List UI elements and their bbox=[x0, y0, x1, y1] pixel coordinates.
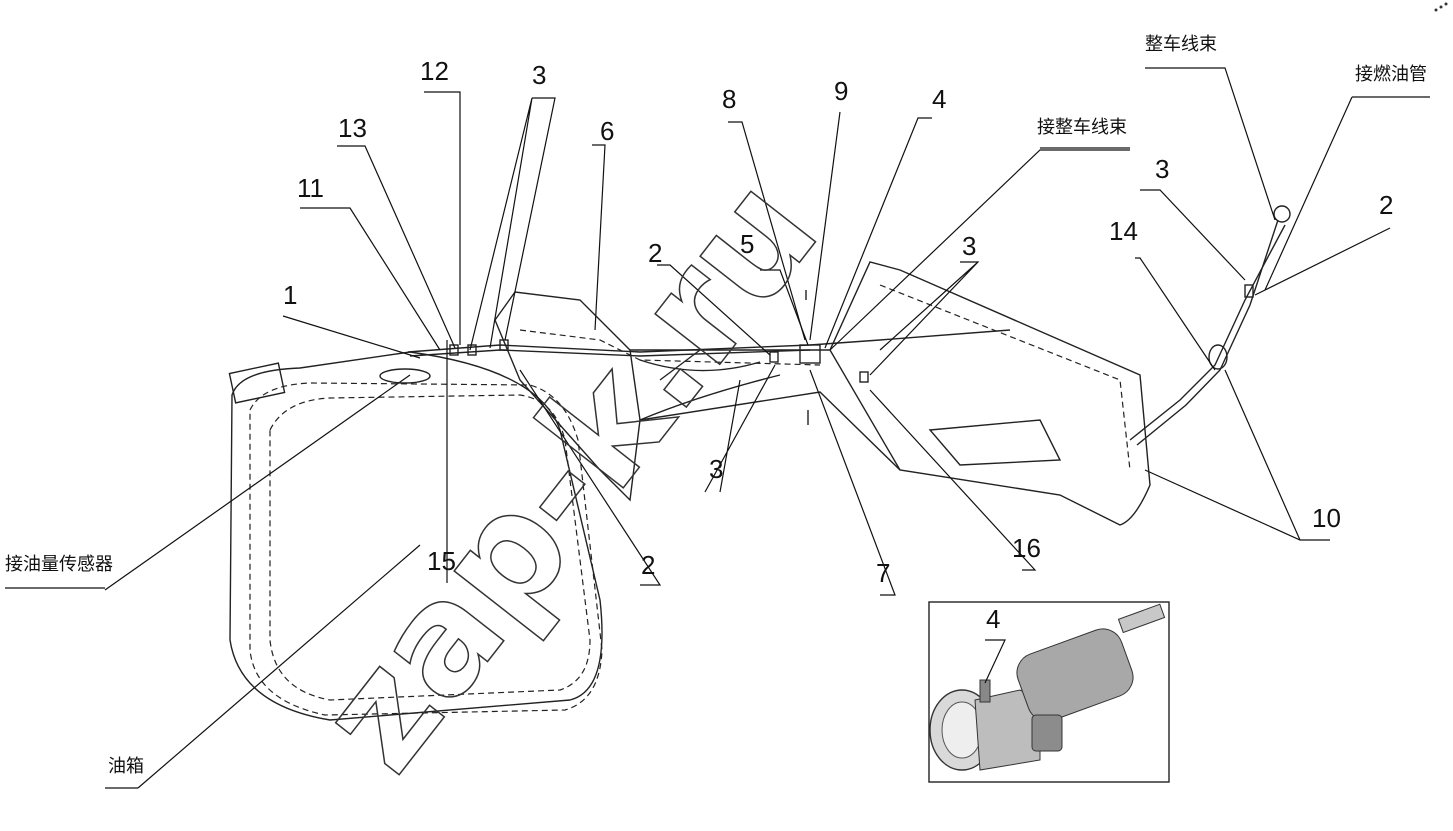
annotations: 接油量传感器 油箱 整车线束 接燃油管 接整车线束 bbox=[5, 34, 1427, 789]
callout-4: 4 bbox=[932, 84, 946, 114]
callout-3: 3 bbox=[962, 231, 976, 261]
watermark: zap-k.ru bbox=[286, 146, 853, 803]
callout-11: 11 bbox=[297, 173, 324, 203]
callout-16: 16 bbox=[1012, 533, 1041, 563]
corner-mark bbox=[1434, 2, 1448, 12]
callout-9: 9 bbox=[834, 76, 848, 106]
callout-2: 2 bbox=[648, 238, 662, 268]
callout-1: 1 bbox=[283, 280, 297, 310]
callout-3: 3 bbox=[532, 60, 546, 90]
note-connect-vehicle-harness: 接整车线束 bbox=[1037, 117, 1127, 138]
callout-8: 8 bbox=[722, 84, 736, 114]
wire-harness bbox=[407, 205, 1291, 446]
callout-3: 3 bbox=[709, 454, 723, 484]
callout-12: 12 bbox=[420, 56, 449, 86]
callout-15: 15 bbox=[427, 546, 456, 576]
callout-13: 13 bbox=[338, 113, 367, 143]
callout-2: 2 bbox=[1379, 190, 1393, 220]
callout-10: 10 bbox=[1312, 503, 1341, 533]
callout-7: 7 bbox=[876, 558, 890, 588]
callout-6: 6 bbox=[600, 116, 614, 146]
note-fuel-pipe: 接燃油管 bbox=[1355, 64, 1427, 85]
note-vehicle-harness: 整车线束 bbox=[1145, 34, 1217, 55]
fuel-pump-inset bbox=[928, 601, 1170, 783]
note-fuel-tank: 油箱 bbox=[108, 756, 144, 777]
watermark-text: zap-k.ru bbox=[286, 147, 851, 802]
fuel-tank bbox=[228, 351, 603, 721]
callout-labels: 1 2 2 2 3 3 3 3 4 4 5 6 7 8 9 10 11 12 1… bbox=[283, 56, 1393, 634]
leader-lines bbox=[104, 67, 1430, 789]
fuel-pump-image bbox=[929, 603, 1166, 771]
callout-3: 3 bbox=[1155, 154, 1169, 184]
annotation-underlines bbox=[5, 147, 1130, 789]
callout-14: 14 bbox=[1109, 216, 1138, 246]
frame-rail bbox=[494, 261, 1151, 526]
callout-2: 2 bbox=[641, 550, 655, 580]
callout-4: 4 bbox=[986, 604, 1000, 634]
callout-5: 5 bbox=[740, 229, 754, 259]
note-fuel-level-sensor: 接油量传感器 bbox=[5, 554, 113, 575]
